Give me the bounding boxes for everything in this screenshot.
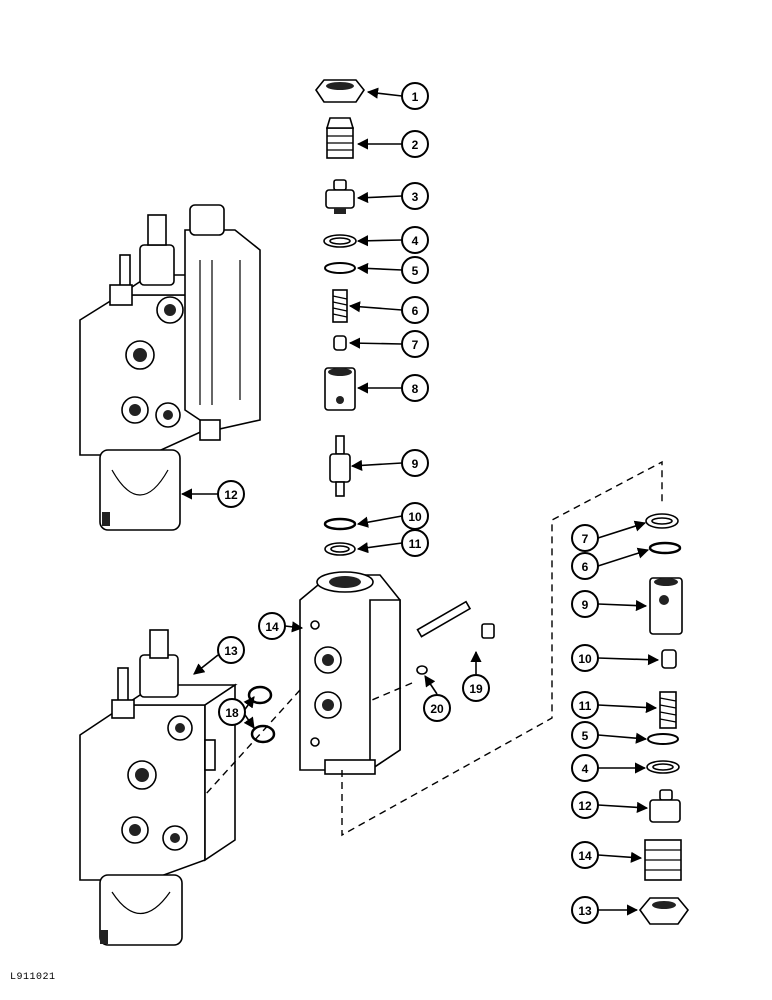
callout-18: 18 [218, 698, 246, 726]
svg-text:10: 10 [408, 510, 422, 524]
callout-13-right: 13 [571, 896, 599, 924]
svg-text:5: 5 [412, 264, 419, 278]
svg-text:6: 6 [582, 560, 589, 574]
svg-text:14: 14 [578, 849, 592, 863]
svg-text:3: 3 [412, 190, 419, 204]
svg-text:4: 4 [582, 762, 589, 776]
callout-20: 20 [423, 694, 451, 722]
svg-text:6: 6 [412, 304, 419, 318]
callout-13: 1 [401, 82, 429, 110]
svg-text:9: 9 [412, 457, 419, 471]
valve-section-body [299, 571, 401, 775]
svg-text:2: 2 [412, 138, 419, 152]
svg-text:10: 10 [578, 652, 592, 666]
svg-text:4: 4 [412, 234, 419, 248]
callout-7: 11 [401, 529, 429, 557]
svg-text:5: 5 [582, 729, 589, 743]
callout-6-right: 6 [571, 552, 599, 580]
svg-text:7: 7 [582, 532, 589, 546]
svg-text:20: 20 [430, 702, 444, 716]
callout-19: 19 [462, 674, 490, 702]
callout-14: 2 [401, 130, 429, 158]
callout-11: 6 [401, 296, 429, 324]
callout-1: 12 [217, 480, 245, 508]
relief-valve-parts-upper [315, 79, 365, 556]
callout-4-right: 4 [571, 754, 599, 782]
svg-text:14: 14 [265, 620, 279, 634]
control-valve-assembly-upper [79, 204, 261, 531]
svg-text:12: 12 [224, 488, 238, 502]
svg-text:13: 13 [224, 644, 238, 658]
relief-valve-parts-lower [638, 513, 690, 925]
svg-text:11: 11 [409, 537, 422, 551]
svg-text:13: 13 [578, 904, 592, 918]
svg-text:11: 11 [579, 699, 592, 713]
callout-4: 4 [401, 226, 429, 254]
svg-text:1: 1 [412, 90, 419, 104]
svg-text:7: 7 [412, 338, 419, 352]
svg-text:12: 12 [578, 799, 592, 813]
callout-3: 14 [258, 612, 286, 640]
callout-5: 5 [401, 256, 429, 284]
tie-bolt-and-seals [247, 600, 495, 744]
callout-9: 8 [401, 374, 429, 402]
svg-text:8: 8 [412, 382, 419, 396]
leader-lines [180, 87, 660, 916]
callout-9-right: 9 [571, 590, 599, 618]
callouts: 1 2 3 4 5 6 7 8 9 10 11 12 13 14 18 19 2… [217, 82, 599, 924]
callout-14-right: 14 [571, 841, 599, 869]
control-valve-assembly-lower [79, 629, 238, 946]
svg-text:9: 9 [582, 598, 589, 612]
callout-11-right: 11 [571, 691, 599, 719]
callout-8: 9 [401, 449, 429, 477]
drawing-reference-id: L911021 [10, 972, 56, 983]
svg-text:18: 18 [225, 706, 239, 720]
callout-10: 7 [401, 330, 429, 358]
svg-text:19: 19 [469, 682, 483, 696]
callout-12-right: 12 [571, 791, 599, 819]
callout-7-right: 7 [571, 524, 599, 552]
assembly-paths [204, 460, 663, 837]
callout-5-right: 5 [571, 721, 599, 749]
callout-6: 10 [401, 502, 429, 530]
callout-2: 13 [217, 636, 245, 664]
callout-12: 3 [401, 182, 429, 210]
callout-10-right: 10 [571, 644, 599, 672]
